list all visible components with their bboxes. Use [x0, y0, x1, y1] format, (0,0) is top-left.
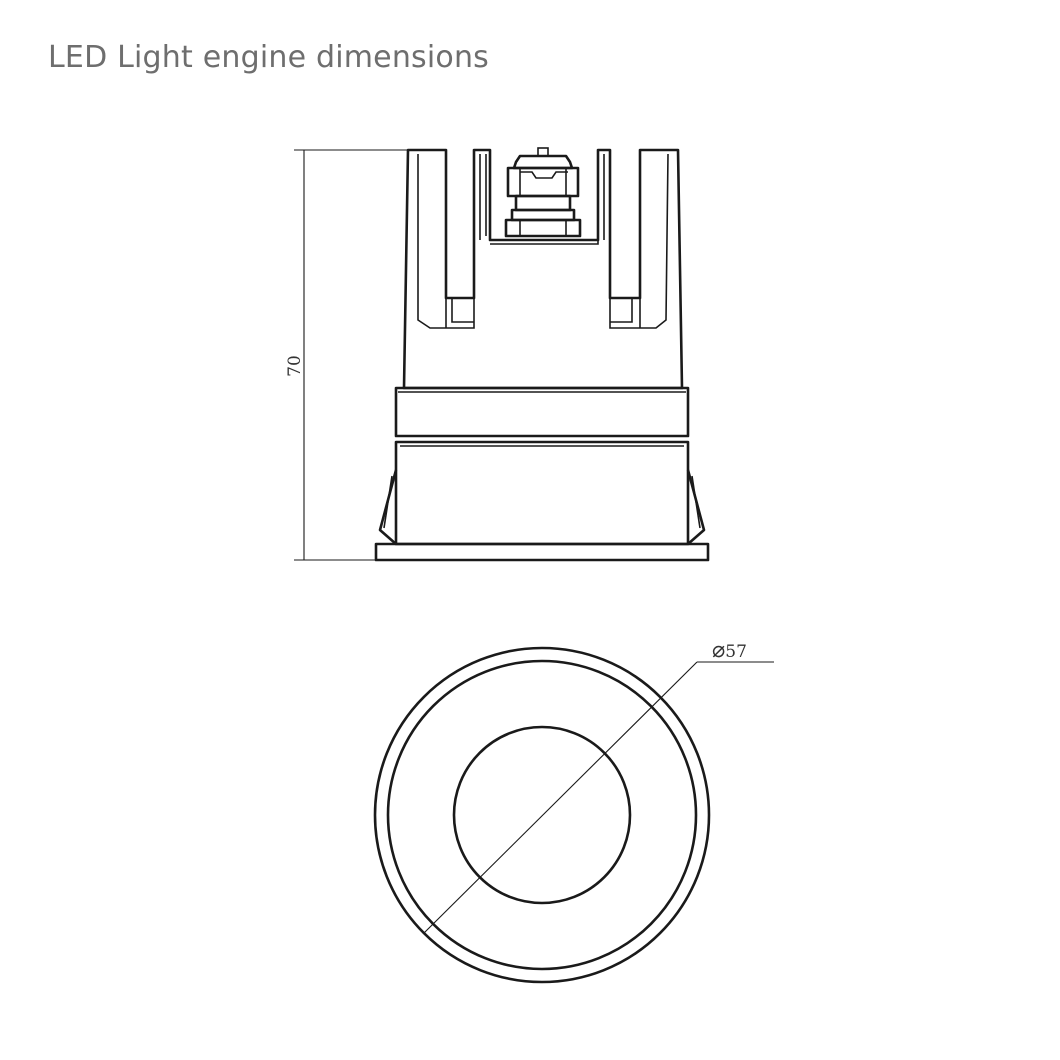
side-view: 70 [285, 147, 710, 562]
left-spring-clip [378, 469, 398, 545]
front-view: ⌀57 [373, 638, 774, 984]
diameter-dimension-label: ⌀57 [712, 638, 747, 663]
outer-trim-circle [373, 646, 711, 984]
left-slot-inner [417, 154, 487, 329]
upper-body-outline [402, 148, 684, 390]
right-spring-clip [686, 469, 706, 545]
diameter-symbol: ⌀ [712, 638, 725, 663]
front-flange [374, 542, 710, 562]
height-dimension: 70 [285, 149, 412, 561]
diameter-dimension: ⌀57 [423, 638, 774, 934]
inner-trim-circle [386, 659, 698, 971]
diameter-value: 57 [725, 642, 747, 662]
collar-band [394, 386, 690, 438]
page-title: LED Light engine dimensions [48, 40, 490, 75]
right-slot-inner [490, 153, 669, 329]
connector-terminal [504, 147, 582, 238]
left-tab-detail [451, 298, 474, 323]
lens-circle [452, 725, 632, 905]
height-dimension-label: 70 [285, 355, 305, 377]
right-tab-detail [610, 298, 633, 323]
lower-housing [394, 440, 690, 546]
